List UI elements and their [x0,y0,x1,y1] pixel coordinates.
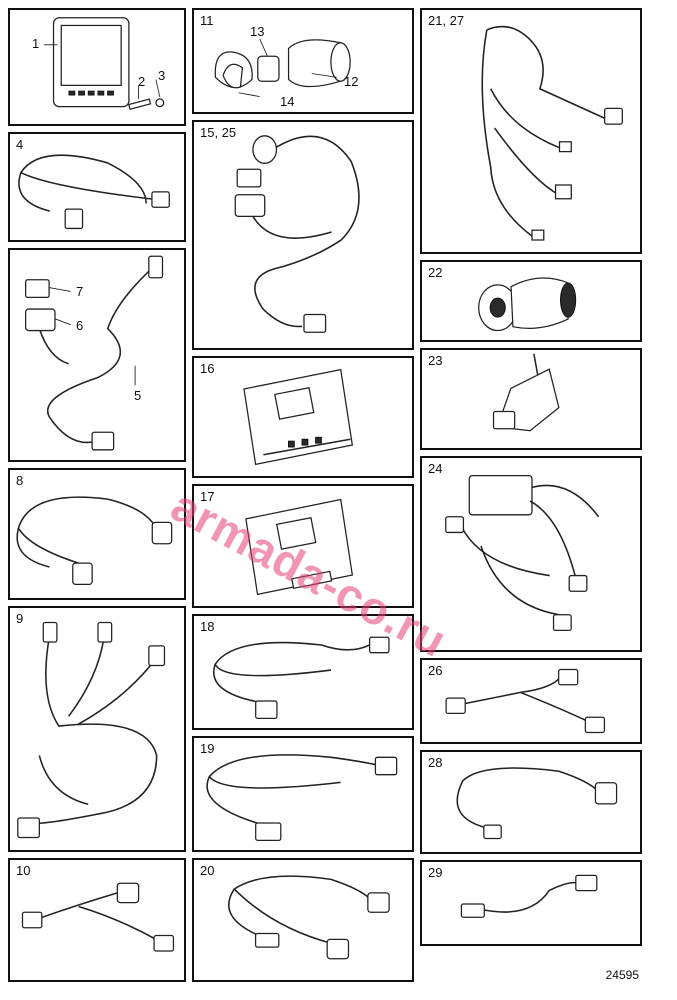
panel-16: 16 [192,356,414,478]
panel-15-25-label: 15, 25 [200,125,237,140]
panel-23: 23 [420,348,642,450]
panel-11: 11 13 12 14 [192,8,414,114]
callout-2: 2 [138,74,146,89]
panel-26: 26 [420,658,642,744]
panel-17-drawing [245,498,354,596]
panel-17-label: 17 [200,489,215,504]
panel-19: 19 [192,736,414,852]
panel-16-label: 16 [200,361,215,376]
panel-24: 24 [420,456,642,652]
panel-16-drawing [243,368,354,466]
figure-id: 24595 [605,968,639,982]
panel-22-drawing [478,277,577,332]
panel-28: 28 [420,750,642,854]
panel-9: 9 [8,606,186,852]
panel-21-27-drawing [481,25,623,241]
panel-19-label: 19 [200,741,215,756]
panel-22-label: 22 [428,265,443,280]
panel-18-label: 18 [200,619,215,634]
panel-11-drawing [214,38,351,98]
callout-3: 3 [158,68,166,83]
panel-8: 8 [8,468,186,600]
panel-21-27: 21, 27 [420,8,642,254]
panel-5-6-7: 7 6 5 [8,248,186,462]
panel-29-label: 29 [428,865,443,880]
panel-8-label: 8 [16,473,24,488]
panel-17: 17 [192,484,414,608]
panel-26-label: 26 [428,663,443,678]
panel-22: 22 [420,260,642,342]
callout-6: 6 [76,318,84,333]
panel-10-drawing [21,882,175,952]
panel-4-label: 4 [16,137,24,152]
panel-28-label: 28 [428,755,443,770]
panel-9-drawing [17,621,166,839]
panel-10: 10 [8,858,186,982]
display-unit-drawing [43,17,165,111]
panel-10-label: 10 [16,863,31,878]
panel-28-drawing [456,767,618,840]
panel-15-25: 15, 25 [192,120,414,350]
panel-20-label: 20 [200,863,215,878]
panel-24-label: 24 [428,461,443,476]
callout-7: 7 [76,284,84,299]
panel-24-drawing [445,474,600,632]
panel-18: 18 [192,614,414,730]
panel-20: 20 [192,858,414,982]
panel-19-drawing [206,754,398,841]
callout-14: 14 [280,94,295,109]
panel-4: 4 [8,132,186,242]
panel-29-drawing [460,874,598,918]
panel-9-label: 9 [16,611,24,626]
panel-5-6-7-drawing [25,255,164,451]
callout-13: 13 [250,24,265,39]
panel-8-drawing [16,496,173,586]
panel-21-27-label: 21, 27 [428,13,465,28]
panel-4-drawing [18,154,170,230]
panel-display: 1 2 3 [8,8,186,126]
panel-29: 29 [420,860,642,946]
callout-1: 1 [32,36,40,51]
panel-20-drawing [228,875,390,960]
callout-5: 5 [134,388,142,403]
panel-18-drawing [213,636,390,719]
callout-12: 12 [344,74,359,89]
panel-23-label: 23 [428,353,443,368]
panel-23-drawing [492,353,560,432]
panel-15-25-drawing [234,135,360,333]
panel-26-drawing [445,668,606,734]
panel-11-label: 11 [200,13,214,28]
